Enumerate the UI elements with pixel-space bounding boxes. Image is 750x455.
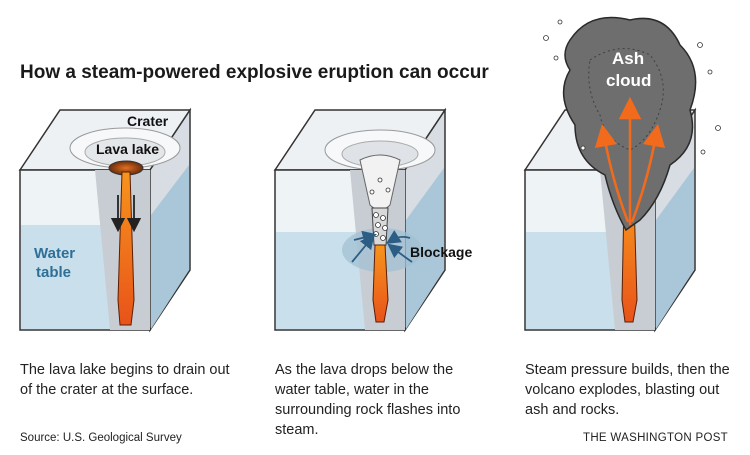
label-lava-lake: Lava lake <box>96 141 159 157</box>
panel-2-block <box>273 107 447 333</box>
label-water-table: Water table <box>34 245 79 281</box>
label-crater: Crater <box>127 113 169 129</box>
caption-panel-3: Steam pressure builds, then the volcano … <box>525 362 730 418</box>
caption-panel-2: As the lava drops below the water table,… <box>275 362 461 438</box>
publisher-credit: THE WASHINGTON POST <box>583 432 728 444</box>
panel-1-block <box>18 107 192 333</box>
label-blockage: Blockage <box>410 244 472 260</box>
label-ash-cloud: Ash cloud <box>606 49 651 90</box>
panel-3-block <box>523 16 721 333</box>
caption-panel-1: The lava lake begins to drain out of the… <box>20 362 230 398</box>
source-note: Source: U.S. Geological Survey <box>20 432 182 444</box>
page-title: How a steam-powered explosive eruption c… <box>20 62 489 83</box>
